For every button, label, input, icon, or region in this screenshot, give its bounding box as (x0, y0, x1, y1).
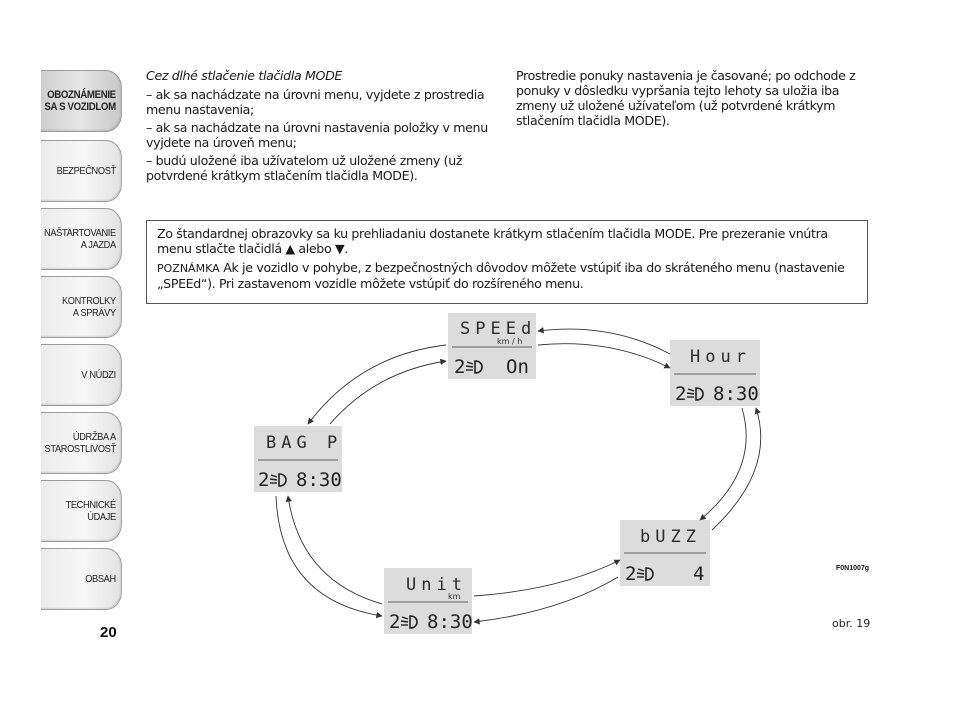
figure-caption: obr. 19 (832, 617, 870, 630)
info-paragraph: Zo štandardnej obrazovky sa ku prehliada… (157, 226, 828, 256)
tab-oboznamenie[interactable]: OBOZNÁMENIE SA S VOZIDLOM (41, 70, 122, 132)
hour-left-digit: 2 (675, 383, 686, 405)
bag-value: 8:30 (296, 469, 342, 491)
tab-nastartovanie[interactable]: NAŠTARTOVANIE A JAZDA (41, 208, 122, 270)
speed-unit: km / h (497, 337, 522, 346)
tab-v-nudzi[interactable]: V NÚDZI (41, 344, 122, 406)
display-buzz: bUZZ 2 4 (620, 520, 710, 586)
page-number: 20 (100, 624, 117, 641)
tab-udrzba[interactable]: ÚDRŽBA A STAROSTLIVOSŤ (41, 412, 122, 474)
right-column: Prostredie ponuky nastavenia je časované… (516, 68, 876, 128)
display-speed: SPEEd km / h 2 On (448, 313, 536, 379)
info-box: Zo štandardnej obrazovky sa ku prehliada… (146, 220, 868, 304)
speed-title: SPEEd (460, 319, 536, 339)
display-hour: Hour 2 8:30 (670, 340, 760, 406)
speed-value: On (506, 356, 529, 378)
display-unit: Unit km 2 8:30 (384, 568, 473, 634)
speed-left-digit: 2 (454, 356, 465, 378)
hour-value: 8:30 (713, 383, 759, 405)
bag-title: BAG P (266, 433, 342, 453)
paragraph-2: – ak sa nachádzate na úrovni nastavenia … (146, 120, 488, 150)
bag-left-digit: 2 (258, 469, 269, 491)
buzz-value: 4 (693, 563, 704, 585)
unit-title: Unit (406, 575, 467, 595)
note-paragraph: POZNÁMKA Ak je vozidlo v pohybe, z bezpe… (157, 260, 857, 291)
unit-unit: km (448, 592, 461, 601)
tab-obsah[interactable]: OBSAH (41, 548, 122, 610)
hour-title: Hour (690, 347, 751, 367)
figure-code: F0N1007g (836, 565, 869, 572)
paragraph-3: – budú uložené iba užívatelom už uložené… (146, 153, 463, 183)
timeout-paragraph: Prostredie ponuky nastavenia je časované… (516, 68, 856, 128)
buzz-left-digit: 2 (625, 563, 636, 585)
left-column: Cez dlhé stlačenie tlačidla MODE – ak sa… (146, 68, 498, 186)
display-bag: BAG P 2 8:30 (254, 426, 342, 492)
unit-value: 8:30 (427, 611, 473, 633)
lead-text: Cez dlhé stlačenie tlačidla MODE (146, 68, 343, 83)
note-label: POZNÁMKA (157, 262, 220, 275)
cycle-arrows (275, 327, 762, 625)
unit-left-digit: 2 (389, 611, 400, 633)
tab-technicke[interactable]: TECHNICKÉ ÚDAJE (41, 480, 122, 542)
tab-kontrolky[interactable]: KONTROLKY A SPRÁVY (41, 276, 122, 338)
tab-bezpecnost[interactable]: BEZPEČNOSŤ (41, 140, 122, 202)
note-text: Ak je vozidlo v pohybe, z bezpečnostných… (157, 260, 845, 291)
paragraph-1: – ak sa nachádzate na úrovni menu, vyjde… (146, 87, 485, 117)
buzz-title: bUZZ (640, 527, 701, 547)
